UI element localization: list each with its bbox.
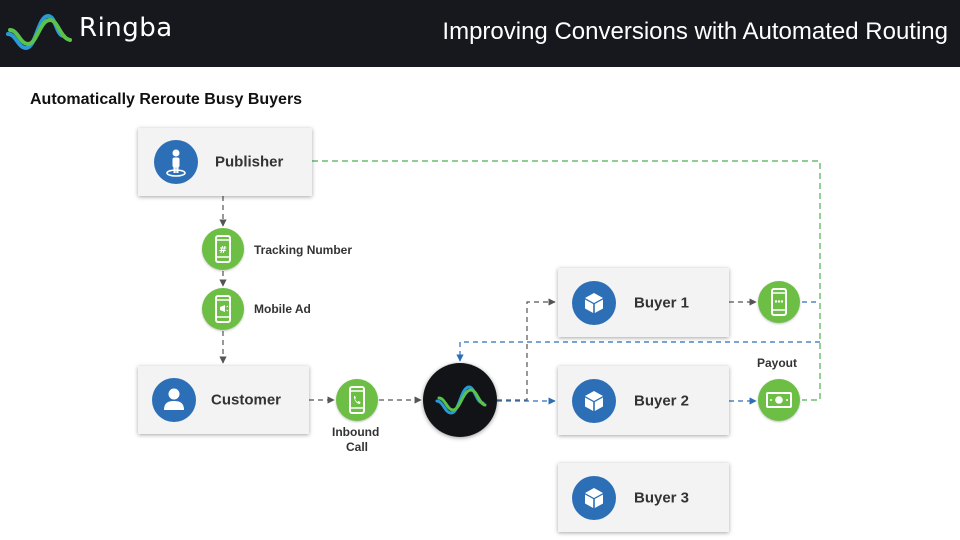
customer-label: Customer (211, 391, 282, 409)
publisher-icon (154, 140, 198, 184)
payout-label: Payout (757, 356, 798, 370)
reroute-back-line (460, 301, 820, 361)
buyer1-label: Buyer 1 (634, 294, 690, 311)
inbound-call-label-line2: Call (346, 440, 369, 454)
publisher-node: Publisher (138, 128, 312, 196)
diagram-subtitle: Automatically Reroute Busy Buyers (30, 91, 303, 108)
customer-icon (152, 378, 196, 422)
hub-to-buyer1-line (497, 298, 556, 401)
buyer2-box-icon (572, 378, 616, 423)
brand-name: Ringba (79, 13, 173, 43)
page-title: Improving Conversions with Automated Rou… (442, 18, 948, 45)
payout-money-icon (758, 379, 800, 421)
buyer1-box-icon (572, 280, 616, 325)
buyer2-label: Buyer 2 (634, 392, 690, 409)
buyer3-node: Buyer 3 (558, 463, 729, 532)
buyer1-call-icon (758, 281, 800, 323)
inbound-call-icon (336, 379, 378, 421)
ringba-hub-icon (423, 363, 497, 437)
header-bar: Ringba Improving Conversions with Automa… (0, 0, 960, 67)
inbound-call-label-line1: Inbound (332, 425, 380, 439)
ringba-logo-icon (6, 13, 72, 51)
publisher-label: Publisher (215, 153, 284, 171)
tracking-number-label: Tracking Number (254, 243, 353, 257)
mobile-ad-icon (202, 288, 244, 330)
buyer3-box-icon (572, 475, 616, 520)
customer-node: Customer (138, 366, 309, 434)
tracking-number-icon: # (202, 228, 244, 270)
buyer3-label: Buyer 3 (634, 489, 690, 506)
mobile-ad-label: Mobile Ad (254, 302, 311, 316)
buyer1-node: Buyer 1 (558, 268, 729, 337)
svg-text:#: # (219, 245, 227, 256)
buyer2-node: Buyer 2 (558, 366, 729, 435)
publisher-payout-line (312, 160, 821, 401)
